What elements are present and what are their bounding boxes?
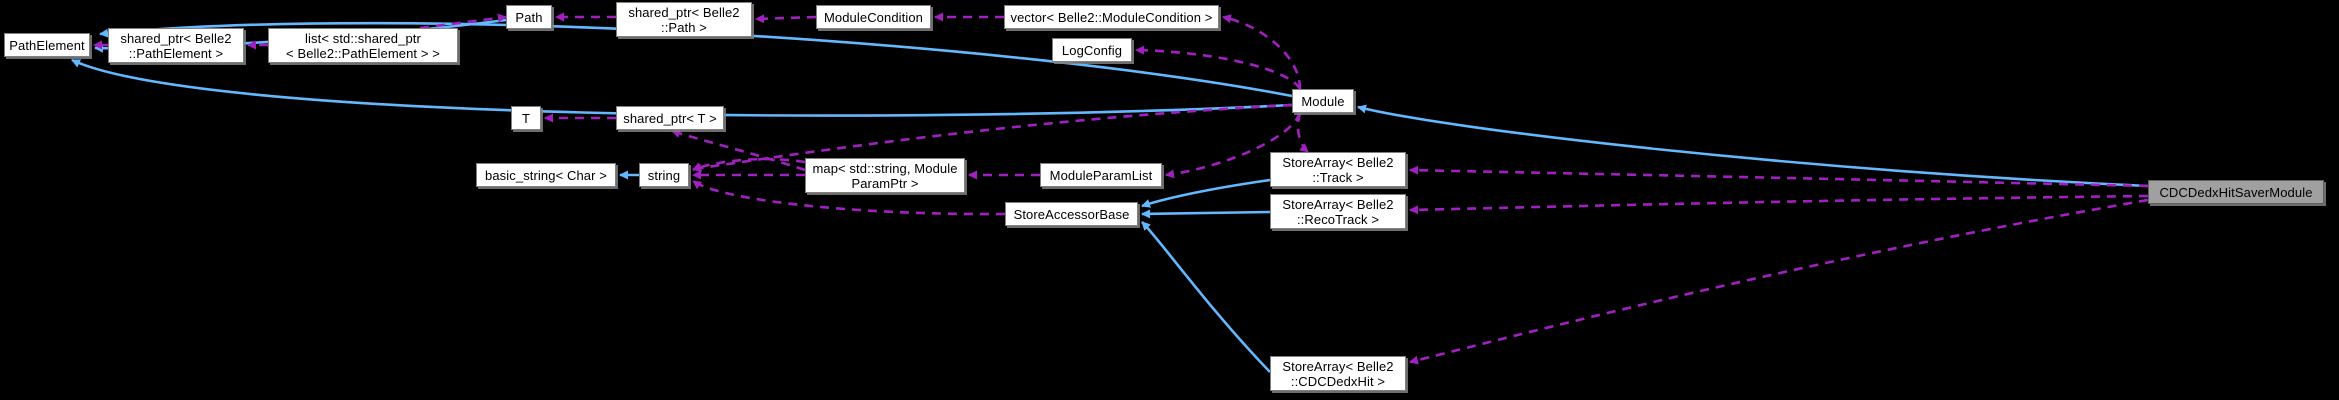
class-node-moduleparamlist[interactable]: ModuleParamList <box>1040 163 1162 187</box>
class-node-logconfig[interactable]: LogConfig <box>1052 38 1132 62</box>
class-node-label: StoreArray< Belle2 ::RecoTrack > <box>1282 196 1394 227</box>
class-node-label: T <box>521 110 531 126</box>
class-node-label: shared_ptr< Belle2 ::Path > <box>628 4 740 35</box>
edge-cdcdedxhitsaver-to-module <box>1357 104 2149 188</box>
class-node-label: vector< Belle2::ModuleCondition > <box>1010 9 1213 25</box>
class-node-modulecondition[interactable]: ModuleCondition <box>816 5 931 29</box>
class-node-sharedptr-path[interactable]: shared_ptr< Belle2 ::Path > <box>616 2 752 37</box>
class-node-label: Path <box>515 9 543 25</box>
class-node-storearray-cdcdedxhit[interactable]: StoreArray< Belle2 ::CDCDedxHit > <box>1270 356 1406 391</box>
class-node-string[interactable]: string <box>639 163 689 187</box>
edge-storearray-cdcdedxhit-to-storeaccessorbase <box>1141 221 1271 373</box>
edge-modulecondition-to-sharedptr-path <box>755 14 817 24</box>
edge-module-to-storearray-track <box>1296 112 1309 153</box>
class-node-label: StoreAccessorBase <box>1013 206 1130 222</box>
class-node-module[interactable]: Module <box>1292 89 1354 113</box>
class-node-basic-string[interactable]: basic_string< Char > <box>476 163 616 187</box>
class-node-storearray-track[interactable]: StoreArray< Belle2 ::Track > <box>1270 152 1406 187</box>
edge-module-to-pathelement <box>71 58 1293 117</box>
class-node-label: LogConfig <box>1061 42 1123 58</box>
edge-map-modparamptr-to-sharedptr-t <box>671 129 806 172</box>
class-node-label: shared_ptr< Belle2 ::PathElement > <box>120 30 232 61</box>
edge-list-sharedptr-to-path <box>419 13 507 30</box>
class-node-sharedptr-pathelement[interactable]: shared_ptr< Belle2 ::PathElement > <box>108 28 244 63</box>
class-node-label: ModuleParamList <box>1049 167 1153 183</box>
edge-cdcdedxhitsaver-to-storearray-track <box>1409 165 2149 188</box>
class-node-label: map< std::string, Module ParamPtr > <box>812 160 958 191</box>
edge-module-to-moduleparamlist <box>1165 112 1302 179</box>
class-node-label: string <box>647 167 681 183</box>
class-node-list-sharedptr[interactable]: list< std::shared_ptr < Belle2::PathElem… <box>268 28 458 63</box>
class-node-vector-modulecondition[interactable]: vector< Belle2::ModuleCondition > <box>1004 5 1219 29</box>
class-node-storearray-recotrack[interactable]: StoreArray< Belle2 ::RecoTrack > <box>1270 194 1406 229</box>
class-node-label: basic_string< Char > <box>485 167 607 183</box>
class-node-label: ModuleCondition <box>823 9 924 25</box>
class-node-t[interactable]: T <box>511 106 541 130</box>
edge-map-modparamptr-to-string <box>692 157 806 172</box>
class-node-label: list< std::shared_ptr < Belle2::PathElem… <box>286 30 440 61</box>
class-node-label: StoreArray< Belle2 ::CDCDedxHit > <box>1282 358 1394 389</box>
edge-module-to-string <box>692 103 1293 173</box>
class-node-sharedptr-t[interactable]: shared_ptr< T > <box>616 106 724 130</box>
edge-storearray-track-to-storeaccessorbase <box>1141 178 1271 208</box>
edge-cdcdedxhitsaver-to-storearray-recotrack <box>1409 194 2149 215</box>
class-node-label: Module <box>1301 93 1345 109</box>
class-node-label: StoreArray< Belle2 ::Track > <box>1282 154 1394 185</box>
edge-storearray-recotrack-to-storeaccessorbase <box>1141 209 1271 219</box>
class-node-label: CDCDedxHitSaverModule <box>2159 184 2313 200</box>
edge-module-to-vector-modulecondition <box>1222 14 1302 90</box>
edge-cdcdedxhitsaver-to-storearray-cdcdedxhit <box>1409 198 2149 365</box>
class-node-path[interactable]: Path <box>506 5 552 29</box>
class-node-label: PathElement <box>9 37 85 53</box>
class-node-label: shared_ptr< T > <box>623 110 717 126</box>
class-node-map-modparamptr[interactable]: map< std::string, Module ParamPtr > <box>805 158 965 193</box>
class-node-pathelement[interactable]: PathElement <box>4 33 90 57</box>
class-node-storeaccessorbase[interactable]: StoreAccessorBase <box>1005 202 1138 226</box>
class-node-cdcdedxhitsaver[interactable]: CDCDedxHitSaverModule <box>2148 180 2324 204</box>
